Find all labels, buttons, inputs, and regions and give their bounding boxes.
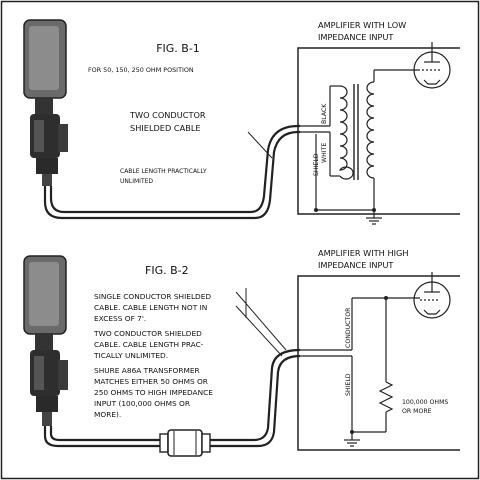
amp1-title-line1: AMPLIFIER WITH LOW <box>318 20 406 30</box>
resistor-label-line1: 100,000 OHMS <box>402 399 448 406</box>
fig-b1-length-line1: CABLE LENGTH PRACTICALLY <box>120 168 207 175</box>
fig-b1-cable-line2: SHIELDED CABLE <box>130 123 201 133</box>
note3-line1: SHURE A86A TRANSFORMER <box>94 366 200 375</box>
fig-b2-title: FIG. B-2 <box>145 264 189 277</box>
microphone-1-icon <box>23 19 68 186</box>
amplifier-1-box <box>297 47 460 215</box>
cable-leader-2b <box>235 305 283 357</box>
fig-b1-title: FIG. B-1 <box>156 42 200 55</box>
amp2-title-line2: IMPEDANCE INPUT <box>318 260 394 270</box>
fig-b2: FIG. B-2 SINGLE CONDUCTOR SHIELDED CABLE… <box>23 248 460 457</box>
wire-white-label: WHITE <box>321 143 328 163</box>
microphone-2-icon <box>23 255 68 426</box>
fig-b1-length-line2: UNLIMITED <box>120 178 153 185</box>
cable-2b <box>210 354 301 448</box>
note3-line3: 250 OHMS TO HIGH IMPEDANCE <box>94 388 213 397</box>
transformer-a86a-icon <box>159 429 211 457</box>
wire-conductor-label: CONDUCTOR <box>345 307 352 348</box>
note1-line3: EXCESS OF 7'. <box>94 314 146 323</box>
cable-leader-1 <box>247 131 273 159</box>
note3-line4: INPUT (100,000 OHMS OR <box>94 399 190 408</box>
cable-leader-2a <box>235 291 287 351</box>
amp2-title-line1: AMPLIFIER WITH HIGH <box>318 248 409 258</box>
amp1-title-line2: IMPEDANCE INPUT <box>318 32 394 42</box>
note1-line2: CABLE. CABLE LENGTH NOT IN <box>94 303 207 312</box>
fig-b1: FIG. B-1 FOR 50, 150, 250 OHM POSITION T… <box>23 19 460 225</box>
wire-shield-label-2: SHIELD <box>345 373 352 396</box>
resistor-label-line2: OR MORE <box>402 408 432 415</box>
fig-b1-position-note: FOR 50, 150, 250 OHM POSITION <box>88 66 194 74</box>
note2-line1: TWO CONDUCTOR SHIELDED <box>93 329 202 338</box>
cable-2a <box>43 426 164 448</box>
note1-line1: SINGLE CONDUCTOR SHIELDED <box>94 292 211 301</box>
note2-line2: CABLE. CABLE LENGTH PRAC- <box>94 340 204 349</box>
cable-1 <box>43 130 300 220</box>
amplifier-2-box <box>297 275 460 451</box>
note3-line2: MATCHES EITHER 50 OHMS OR <box>94 377 208 386</box>
amplifier-2-circuit <box>300 272 451 447</box>
note3-line5: MORE). <box>94 410 121 419</box>
fig-b1-cable-line1: TWO CONDUCTOR <box>129 110 206 120</box>
transformer-1 <box>300 42 451 225</box>
note2-line3: TICALLY UNLIMITED. <box>93 351 168 360</box>
wire-black-label: BLACK <box>321 103 328 124</box>
